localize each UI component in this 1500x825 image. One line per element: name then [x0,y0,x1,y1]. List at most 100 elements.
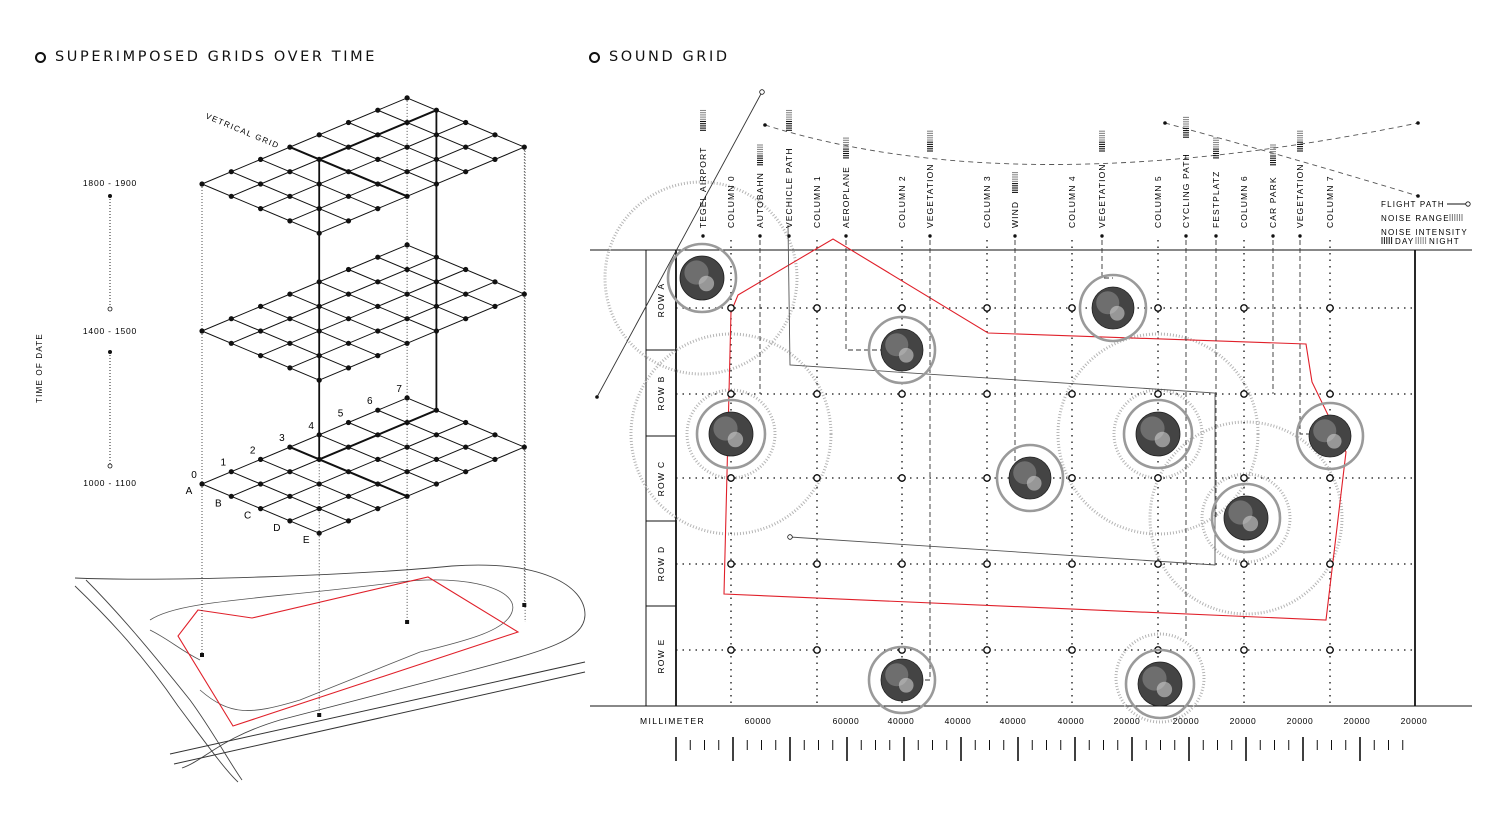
site-road-line [85,579,243,781]
grid-node [287,218,293,224]
grid-intersection-node [1326,304,1334,312]
grid-intersection-node [1240,646,1248,654]
grid-node [258,181,264,187]
grid-intersection-node [727,560,735,568]
grid-node [463,316,469,322]
sound-grid-top-label: FESTPLATZ [1211,171,1221,228]
grid-node [287,340,293,346]
time-axis-label: TIME OF DATE [35,333,44,403]
time-axis-dot [108,349,113,354]
legend-flight-path-label: FLIGHT PATH [1381,200,1445,209]
grid-node [228,169,234,175]
grid-node [345,193,352,199]
grid-line [289,134,496,222]
scale-value: 20000 [1114,716,1141,726]
grid-intersection-node [813,390,821,398]
grid-node [228,193,234,199]
source-ring [1295,401,1365,471]
grid-node [404,266,410,273]
grid-intersection-node [1326,390,1334,398]
sound-grid-top-label: COLUMN 7 [1325,175,1335,228]
grid-node [375,456,381,462]
sound-source-vegetation [867,645,937,715]
label-dot [701,234,705,238]
grid-node [375,303,381,309]
grid-node [375,206,381,212]
grid-node [228,469,234,475]
time-period-label: 1000 - 1100 [83,478,137,488]
sound-source-autobahn [695,398,767,470]
scale-value: 40000 [1000,716,1027,726]
grid-node [287,493,293,499]
grid-line [319,446,525,534]
sound-grid-top-label: COLUMN 4 [1067,175,1077,228]
right-panel-header: SOUND GRID [589,49,730,65]
grid-node [287,193,293,199]
grid-node [228,316,234,322]
projection-marker [317,713,322,717]
flight-path-arc [1164,122,1419,197]
source-photo-detail [898,347,914,363]
time-axis-dot [107,306,113,312]
grid-node [521,144,527,150]
path-endpoint [763,123,767,127]
grid-node [287,518,293,524]
source-ring [995,443,1065,513]
vertical-grid [289,109,438,498]
noise-range-circle [603,180,799,376]
grid-line [260,122,466,210]
grid-intersection-node [813,474,821,482]
right-panel-title: SOUND GRID [609,49,730,65]
flight-path-arc [764,122,1419,165]
source-ring [695,398,767,470]
grid-node [345,419,352,426]
grid-node [287,365,293,371]
vertical-grid-edge [289,146,408,198]
scale-value: 40000 [888,716,915,726]
source-ring [867,645,937,715]
grid-node [433,481,439,487]
label-dot [1298,234,1302,238]
grid-node [492,132,498,138]
source-leader-line [1014,240,1030,479]
sound-grid-top-label: WIND [1010,201,1020,228]
source-leader-line [845,240,882,351]
grid-node [345,340,352,346]
sound-source-festplatz [1210,482,1282,554]
source-ring [666,242,738,314]
grid-node [463,469,469,475]
time-axis-dot [108,193,113,198]
grid-node [258,353,264,359]
vertical-grid-edge [318,109,437,161]
source-photo-detail [1154,431,1171,448]
grid-node [287,469,293,475]
sound-grid-top-label: CAR PARK [1268,176,1278,228]
sound-grid-top-label: VEGETATION [1295,163,1305,228]
site-road-line [173,671,586,765]
grid-node [375,407,381,413]
grid-node [463,291,469,297]
grid-row-letter: E [303,535,310,546]
label-dot [928,234,932,238]
grid-node [345,365,352,371]
sound-grid-top-label: AUTOBAHN [755,172,765,228]
source-leader-line [1101,240,1113,279]
grid-node [345,518,352,524]
grid-node [228,340,234,346]
path-endpoint [1416,194,1420,198]
scale-value: 20000 [1344,716,1371,726]
grid-node [316,506,322,512]
grid-intersection-node [1068,474,1076,482]
grid-node [375,254,381,260]
legend-day-label: DAY [1395,237,1414,246]
grid-node [492,432,498,438]
label-dot [787,234,791,238]
grid-column-number: 4 [308,421,314,432]
site-boundary-red [177,576,520,727]
row-label: ROW A [656,283,666,318]
grid-node [404,291,410,297]
left-panel-header: SUPERIMPOSED GRIDS OVER TIME [35,49,377,65]
grid-node [345,119,352,126]
